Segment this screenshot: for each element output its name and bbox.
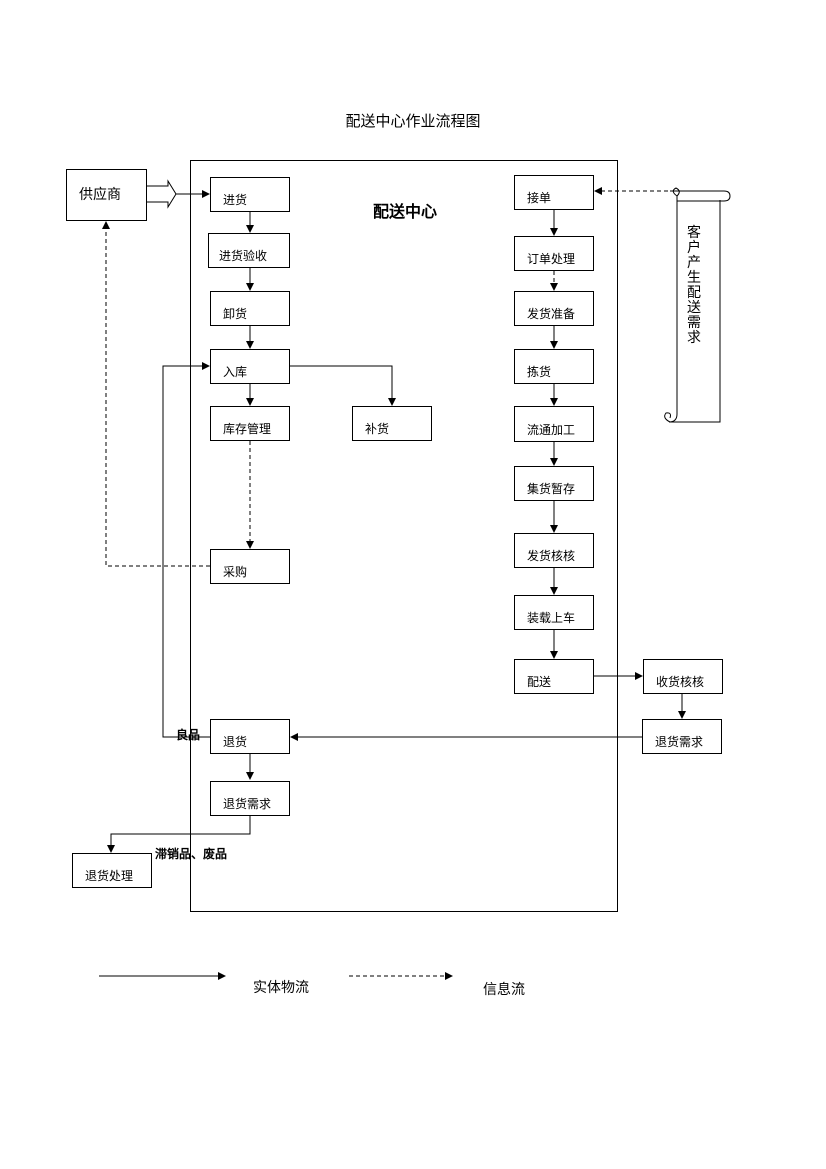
box-return-processing: 退货处理 [72, 853, 152, 888]
box-processing: 流通加工 [514, 406, 594, 442]
box-delivery: 配送 [514, 659, 594, 694]
box-loading: 装载上车 [514, 595, 594, 630]
box-order-receive: 接单 [514, 175, 594, 210]
box-receipt-check: 收货核核 [643, 659, 723, 694]
box-order-processing: 订单处理 [514, 236, 594, 271]
box-unloading: 卸货 [210, 291, 290, 326]
customer-demand-text: 客户产生配送需求 [687, 225, 701, 346]
label-slow-waste: 滞销品、废品 [155, 847, 228, 861]
box-purchasing: 采购 [210, 549, 290, 584]
supplier-box: 供应商 [66, 169, 147, 221]
box-inspection: 进货验收 [208, 233, 290, 268]
box-returns: 退货 [210, 719, 290, 754]
label-good: 良品 [176, 728, 201, 742]
center-title: 配送中心 [372, 202, 437, 221]
box-return-demand: 退货需求 [210, 781, 290, 816]
legend-solid-label: 实体物流 [253, 980, 309, 996]
page-title: 配送中心作业流程图 [345, 112, 481, 130]
box-replenish: 补货 [352, 406, 432, 441]
box-warehousing: 入库 [210, 349, 290, 384]
distribution-center-frame [190, 160, 618, 912]
box-shipping-check: 发货核核 [514, 533, 594, 568]
box-picking: 拣货 [514, 349, 594, 384]
box-inventory: 库存管理 [210, 406, 290, 441]
legend-dashed-label: 信息流 [483, 982, 525, 998]
box-return-demand-ext: 退货需求 [642, 719, 722, 754]
box-staging: 集货暂存 [514, 466, 594, 501]
box-shipping-prep: 发货准备 [514, 291, 594, 326]
customer-scroll-shape [664, 187, 731, 423]
box-inbound: 进货 [210, 177, 290, 212]
